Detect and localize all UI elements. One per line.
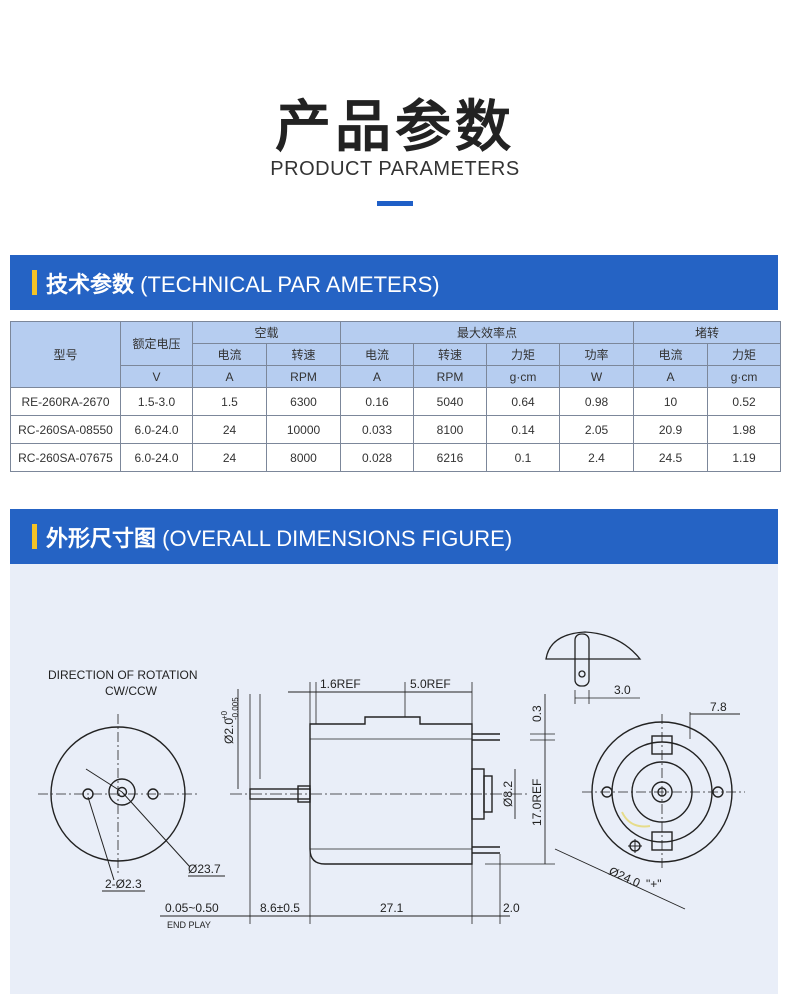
plus-terminal-mark: "+": [646, 877, 662, 891]
table-cell: 0.033: [340, 415, 415, 444]
section-marker: [32, 524, 37, 549]
table-cell: 6300: [265, 387, 342, 416]
unit-cell: g·cm: [707, 365, 782, 388]
header-cell: 电流: [633, 343, 709, 366]
table-cell: 2.05: [559, 415, 635, 444]
header-cell: 电流: [340, 343, 415, 366]
dim-1-6-ref: 1.6REF: [320, 677, 361, 691]
unit-cell: A: [192, 365, 267, 388]
section-title: 技术参数 (TECHNICAL PAR AMETERS): [46, 272, 440, 298]
table-cell: 10000: [265, 415, 342, 444]
table-cell: 20.9: [633, 415, 709, 444]
table-cell: 0.98: [559, 387, 635, 416]
page-title: 产品参数: [275, 95, 515, 160]
terminal-highlight: [621, 811, 651, 828]
technical-parameters-table: 型号 额定电压 空载 最大效率点 堵转 电流 转速 电流 转速 力矩 功率 电流…: [10, 321, 782, 472]
table-units-row: V A RPM A RPM g·cm W A g·cm: [11, 365, 782, 388]
table-cell: RE-260RA-2670: [10, 387, 121, 416]
header-cell: 功率: [559, 343, 635, 366]
header-cell: 电流: [192, 343, 267, 366]
table-header-row-2: 电流 转速 电流 转速 力矩 功率 电流 力矩: [11, 343, 782, 366]
header-cell: 转速: [265, 343, 342, 366]
table-cell: 1.5-3.0: [120, 387, 193, 416]
dim-shaft-tol-lower: -0.005: [231, 697, 240, 720]
rotation-direction: CW/CCW: [105, 684, 158, 698]
unit-cell: V: [120, 365, 193, 388]
table-cell: 5040: [413, 387, 488, 416]
table-cell: 6216: [413, 443, 488, 472]
header-rated-voltage: 额定电压: [120, 321, 193, 366]
dim-23-7: Ø23.7: [188, 862, 221, 876]
technical-parameters-header: 技术参数 (TECHNICAL PAR AMETERS): [10, 255, 778, 310]
dimension-drawing: DIRECTION OF ROTATION CW/CCW Ø23.7 2-Ø2.…: [38, 631, 745, 930]
title-accent-bar: [377, 201, 413, 206]
table-cell: 0.52: [707, 387, 782, 416]
dim-27-1: 27.1: [380, 901, 404, 915]
table-cell: 24: [192, 415, 267, 444]
rotation-label: DIRECTION OF ROTATION: [48, 668, 198, 682]
unit-cell: g·cm: [486, 365, 561, 388]
header-cell: 力矩: [707, 343, 782, 366]
header-cell: 力矩: [486, 343, 561, 366]
table-cell: 0.14: [486, 415, 561, 444]
front-view-left: [38, 714, 200, 881]
table-cell: 1.19: [707, 443, 782, 472]
unit-cell: A: [633, 365, 709, 388]
table-row: RC-260SA-08550 6.0-24.0 24 10000 0.033 8…: [10, 415, 782, 444]
table-row: RE-260RA-2670 1.5-3.0 1.5 6300 0.16 5040…: [10, 387, 782, 416]
table-cell: 0.16: [340, 387, 415, 416]
table-cell: 8100: [413, 415, 488, 444]
unit-cell: A: [340, 365, 415, 388]
dim-24-0: Ø24.0: [607, 864, 643, 890]
dim-shaft-tol-upper: +0: [220, 710, 229, 720]
table-cell: 0.64: [486, 387, 561, 416]
dim-8-6: 8.6±0.5: [260, 901, 300, 915]
dim-8-2: Ø8.2: [501, 781, 515, 807]
end-play-label: END PLAY: [167, 920, 211, 930]
table-row: RC-260SA-07675 6.0-24.0 24 8000 0.028 62…: [10, 443, 782, 472]
overall-dimensions-header: 外形尺寸图 (OVERALL DIMENSIONS FIGURE): [10, 509, 778, 564]
unit-cell: RPM: [265, 365, 342, 388]
page-subtitle: PRODUCT PARAMETERS: [270, 158, 520, 180]
table-cell: 6.0-24.0: [120, 443, 193, 472]
unit-cell: RPM: [413, 365, 488, 388]
header-max-efficiency: 最大效率点: [340, 321, 635, 344]
table-cell: 0.1: [486, 443, 561, 472]
dim-3-0: 3.0: [614, 683, 631, 697]
dim-holes: 2-Ø2.3: [105, 877, 142, 891]
dim-17-0-ref: 17.0REF: [530, 779, 544, 826]
terminal-detail: [545, 631, 642, 704]
unit-cell: W: [559, 365, 635, 388]
header-model: 型号: [10, 321, 121, 388]
table-cell: 2.4: [559, 443, 635, 472]
table-cell: 10: [633, 387, 709, 416]
table-cell: 6.0-24.0: [120, 415, 193, 444]
table-cell: 24.5: [633, 443, 709, 472]
table-cell: 1.98: [707, 415, 782, 444]
table-cell: 1.5: [192, 387, 267, 416]
header-cell: 转速: [413, 343, 488, 366]
dim-end-play: 0.05~0.50: [165, 901, 219, 915]
dimensions-figure: DIRECTION OF ROTATION CW/CCW Ø23.7 2-Ø2.…: [10, 564, 778, 994]
page-header: 产品参数 PRODUCT PARAMETERS: [0, 0, 790, 240]
table-cell: RC-260SA-07675: [10, 443, 121, 472]
dim-5-0-ref: 5.0REF: [410, 677, 451, 691]
dim-2-0: 2.0: [503, 901, 520, 915]
dim-0-3: 0.3: [530, 705, 544, 722]
dim-shaft-diameter: Ø2.0: [222, 718, 236, 744]
section-title: 外形尺寸图 (OVERALL DIMENSIONS FIGURE): [46, 526, 513, 552]
header-stall: 堵转: [633, 321, 782, 344]
table-cell: 0.028: [340, 443, 415, 472]
table-cell: RC-260SA-08550: [10, 415, 121, 444]
side-view: [160, 682, 555, 924]
rear-view: [554, 714, 745, 910]
table-cell: 24: [192, 443, 267, 472]
header-no-load: 空载: [191, 321, 342, 344]
section-marker: [32, 270, 37, 295]
table-header-row-1: 型号 额定电压 空载 最大效率点 堵转: [10, 321, 782, 388]
table-cell: 8000: [265, 443, 342, 472]
dim-7-8: 7.8: [710, 700, 727, 714]
